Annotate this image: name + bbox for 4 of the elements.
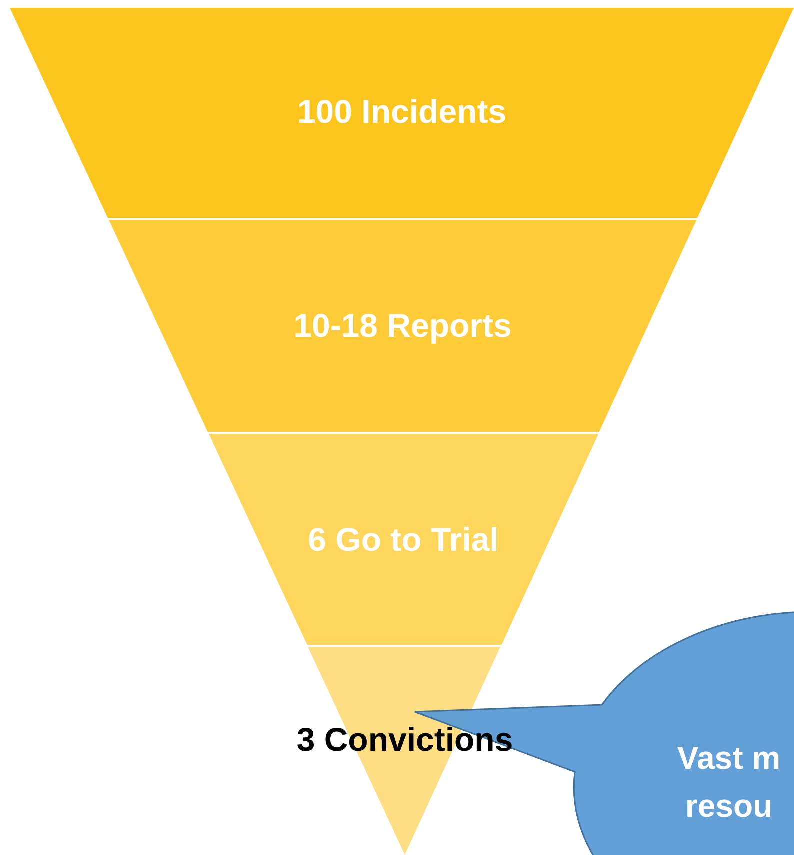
bubble-text: Vast m resou	[676, 739, 782, 826]
band-label: 10-18 Reports	[292, 309, 513, 342]
band-label: 100 Incidents	[296, 95, 508, 128]
band-label: 6 Go to Trial	[307, 523, 500, 556]
